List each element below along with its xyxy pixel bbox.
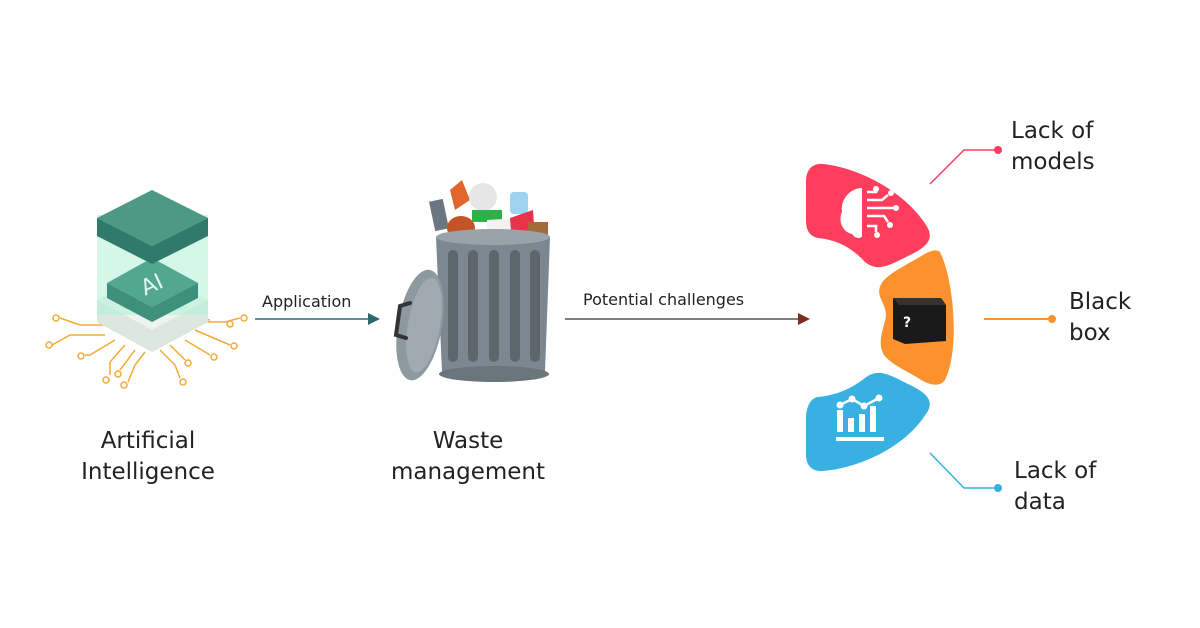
label-line2: data	[1014, 489, 1066, 515]
brain-circuit-icon	[840, 186, 899, 238]
label-line2: box	[1069, 320, 1111, 346]
waste-label-line1: Waste	[432, 428, 504, 454]
box-question-mark: ?	[903, 315, 911, 331]
label-line1: Lack of	[1014, 458, 1097, 484]
models-connector-dot	[994, 146, 1002, 154]
ai-label: Artificial Intelligence	[48, 426, 248, 488]
data-connector	[929, 452, 997, 489]
bar-chart-icon	[836, 394, 884, 441]
ai-label-line1: Artificial	[100, 428, 196, 454]
waste-label-line2: management	[390, 459, 546, 485]
ai-chip-icon: AI	[45, 190, 248, 389]
label-line1: Black	[1069, 289, 1132, 315]
arrow-head	[798, 313, 810, 325]
waste-label: Waste management	[368, 426, 568, 488]
models-connector	[929, 149, 997, 185]
lack-of-data-petal	[806, 372, 930, 472]
lack-of-models-label: Lack of models	[1011, 116, 1095, 178]
blackbox-connector-dot	[1048, 315, 1056, 323]
challenges-label: Potential challenges	[583, 290, 745, 309]
application-label: Application	[262, 292, 352, 311]
black-box-label: Black box	[1069, 287, 1131, 349]
label-line2: models	[1011, 149, 1095, 175]
black-box-icon: ?	[893, 298, 946, 344]
lack-of-data-label: Lack of data	[1014, 456, 1096, 518]
trash-can-icon	[393, 180, 550, 382]
arrow-head	[368, 313, 380, 325]
label-line1: Lack of	[1011, 118, 1094, 144]
data-connector-dot	[994, 484, 1002, 492]
ai-label-line2: Intelligence	[81, 459, 215, 485]
